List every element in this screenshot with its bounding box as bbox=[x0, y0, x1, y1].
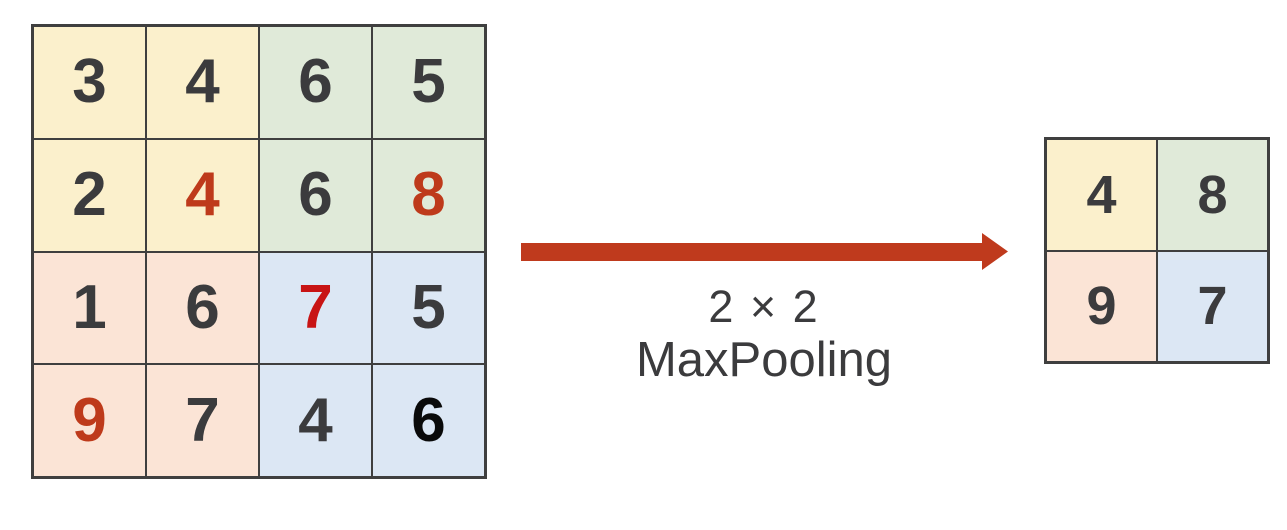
matrix-cell: 3 bbox=[33, 26, 146, 139]
matrix-cell: 4 bbox=[146, 138, 259, 252]
matrix-cell: 9 bbox=[33, 364, 146, 477]
matrix-cell: 5 bbox=[372, 251, 485, 365]
maxpool-arrow-icon bbox=[521, 233, 1008, 270]
matrix-cell: 6 bbox=[259, 26, 372, 139]
arrow-shape bbox=[521, 233, 1008, 270]
matrix-cell: 4 bbox=[1046, 139, 1157, 251]
matrix-cell: 4 bbox=[146, 26, 259, 139]
kernel-size-label: 2 × 2 bbox=[708, 281, 820, 332]
matrix-cell: 9 bbox=[1046, 250, 1157, 362]
operation-label: 2 × 2 MaxPooling bbox=[514, 281, 1014, 388]
matrix-cell: 6 bbox=[372, 364, 485, 477]
operation-name-label: MaxPooling bbox=[635, 332, 893, 387]
matrix-cell: 1 bbox=[33, 251, 146, 365]
matrix-cell: 7 bbox=[1157, 250, 1268, 362]
matrix-cell: 4 bbox=[259, 364, 372, 477]
matrix-cell: 6 bbox=[259, 138, 372, 252]
matrix-cell: 8 bbox=[1157, 139, 1268, 251]
matrix-cell: 7 bbox=[146, 364, 259, 477]
matrix-cell: 8 bbox=[372, 138, 485, 252]
matrix-cell: 6 bbox=[146, 251, 259, 365]
matrix-cell: 7 bbox=[259, 251, 372, 365]
matrix-cell: 5 bbox=[372, 26, 485, 139]
matrix-cell: 2 bbox=[33, 138, 146, 252]
